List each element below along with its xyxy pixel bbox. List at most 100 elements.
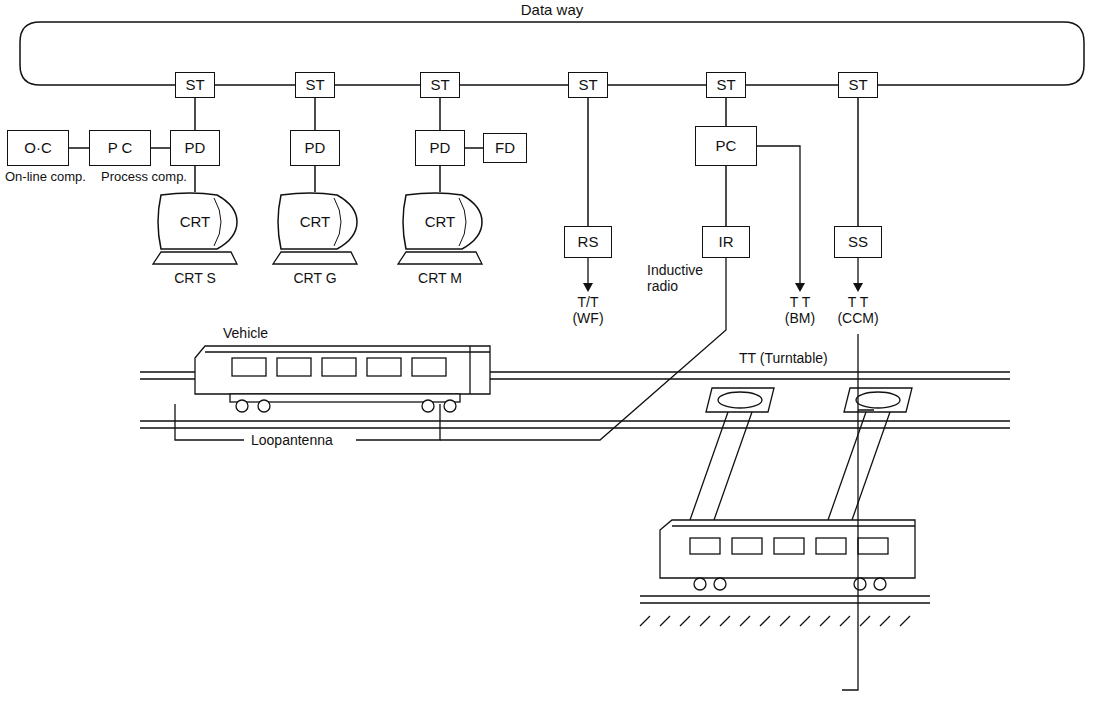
unit-box: PD [415,130,465,166]
node-label: ST [305,76,324,93]
text-label: Loopantenna [250,432,334,448]
transfer-tracks [690,412,890,520]
connector-line [460,84,568,86]
vehicle-window [690,538,720,554]
wheel [444,400,456,412]
node-label: PD [430,139,451,156]
crt-keyboard [398,252,482,264]
crt-monitor: CRT [396,192,484,266]
unit-box: PC [695,126,757,166]
crt-screen [158,193,237,249]
wheel [258,400,270,412]
node-label: PD [185,139,206,156]
text-label: T T (CCM) [830,294,886,326]
node-label: ST [848,76,867,93]
unit-box: IR [702,226,750,258]
arrow-head [853,283,863,292]
crt-keyboard [273,252,357,264]
text-label: CRT G [292,270,337,286]
lower-vehicle-line [672,525,915,526]
wheel [422,400,434,412]
unit-box: SS [834,226,882,258]
unit-box: PD [170,130,220,166]
unit-box: ST [175,72,215,98]
radio-line [440,258,726,440]
unit-box: ST [568,72,608,98]
connector-line [746,84,838,86]
wheel [854,578,866,590]
unit-box: PD [290,130,340,166]
text-label: Inductive radio [646,262,720,294]
vehicle-body [195,346,490,394]
arrow-head [583,283,593,292]
wheel [694,578,706,590]
connector-line [465,147,483,149]
connector-line [608,84,706,86]
node-label: SS [848,233,868,250]
arrow-head [795,283,805,292]
text-label: CRT S [173,270,217,286]
connector-line [194,98,196,130]
text-label: Vehicle [222,325,269,341]
turntable [856,392,900,408]
connector-line [151,147,170,149]
node-label: CRT [300,213,331,230]
crt-monitor: CRT [271,192,359,266]
unit-box: ST [420,72,460,98]
vehicle-window [816,538,846,554]
connector-line [857,98,859,226]
control-line [842,334,874,690]
connector-line [314,166,316,192]
connector-line [314,98,316,130]
node-label: PD [305,139,326,156]
unit-box: P C [89,130,151,166]
node-label: ST [430,76,449,93]
lower-track [640,596,930,626]
node-label: IR [719,233,734,250]
turntable [718,392,762,408]
node-label: FD [495,139,515,156]
text-label: TT (Turntable) [738,350,829,366]
connector-line [439,98,441,130]
turntable-plate [844,388,912,412]
crt-bulge [334,198,341,246]
node-label: P C [108,139,133,156]
unit-box: FD [483,133,527,163]
node-label: PC [716,137,737,154]
connector-line [725,98,727,126]
text-label: On-line comp. [4,170,87,185]
wheel [236,400,248,412]
vehicle-window [858,538,888,554]
unit-box: O·C [7,130,69,166]
edge-label: Data way [520,1,585,18]
vehicle-window [232,358,266,376]
unit-box: RS [564,226,612,258]
connector-line [587,98,589,226]
command-lines [588,146,858,284]
vehicle-window [412,358,446,376]
node-label: ST [185,76,204,93]
lower-vehicle [660,520,915,578]
connector-line [439,166,441,192]
crt-monitor: CRT [151,192,239,266]
wheel [874,578,886,590]
text-label: Process comp. [100,170,188,185]
vehicle-window [322,358,356,376]
node-label: CRT [425,213,456,230]
text-label: CRT M [417,270,463,286]
connector-line [194,166,196,192]
connector-line [335,84,420,86]
node-label: ST [716,76,735,93]
vehicle-window [774,538,804,554]
crt-bulge [459,198,466,246]
connector-line [69,147,89,149]
text-label: T/T (WF) [562,294,614,326]
unit-box: ST [706,72,746,98]
crt-screen [403,193,482,249]
node-label: CRT [180,213,211,230]
node-label: RS [578,233,599,250]
vehicle-window [367,358,401,376]
connector-line [215,84,295,86]
node-label: ST [578,76,597,93]
